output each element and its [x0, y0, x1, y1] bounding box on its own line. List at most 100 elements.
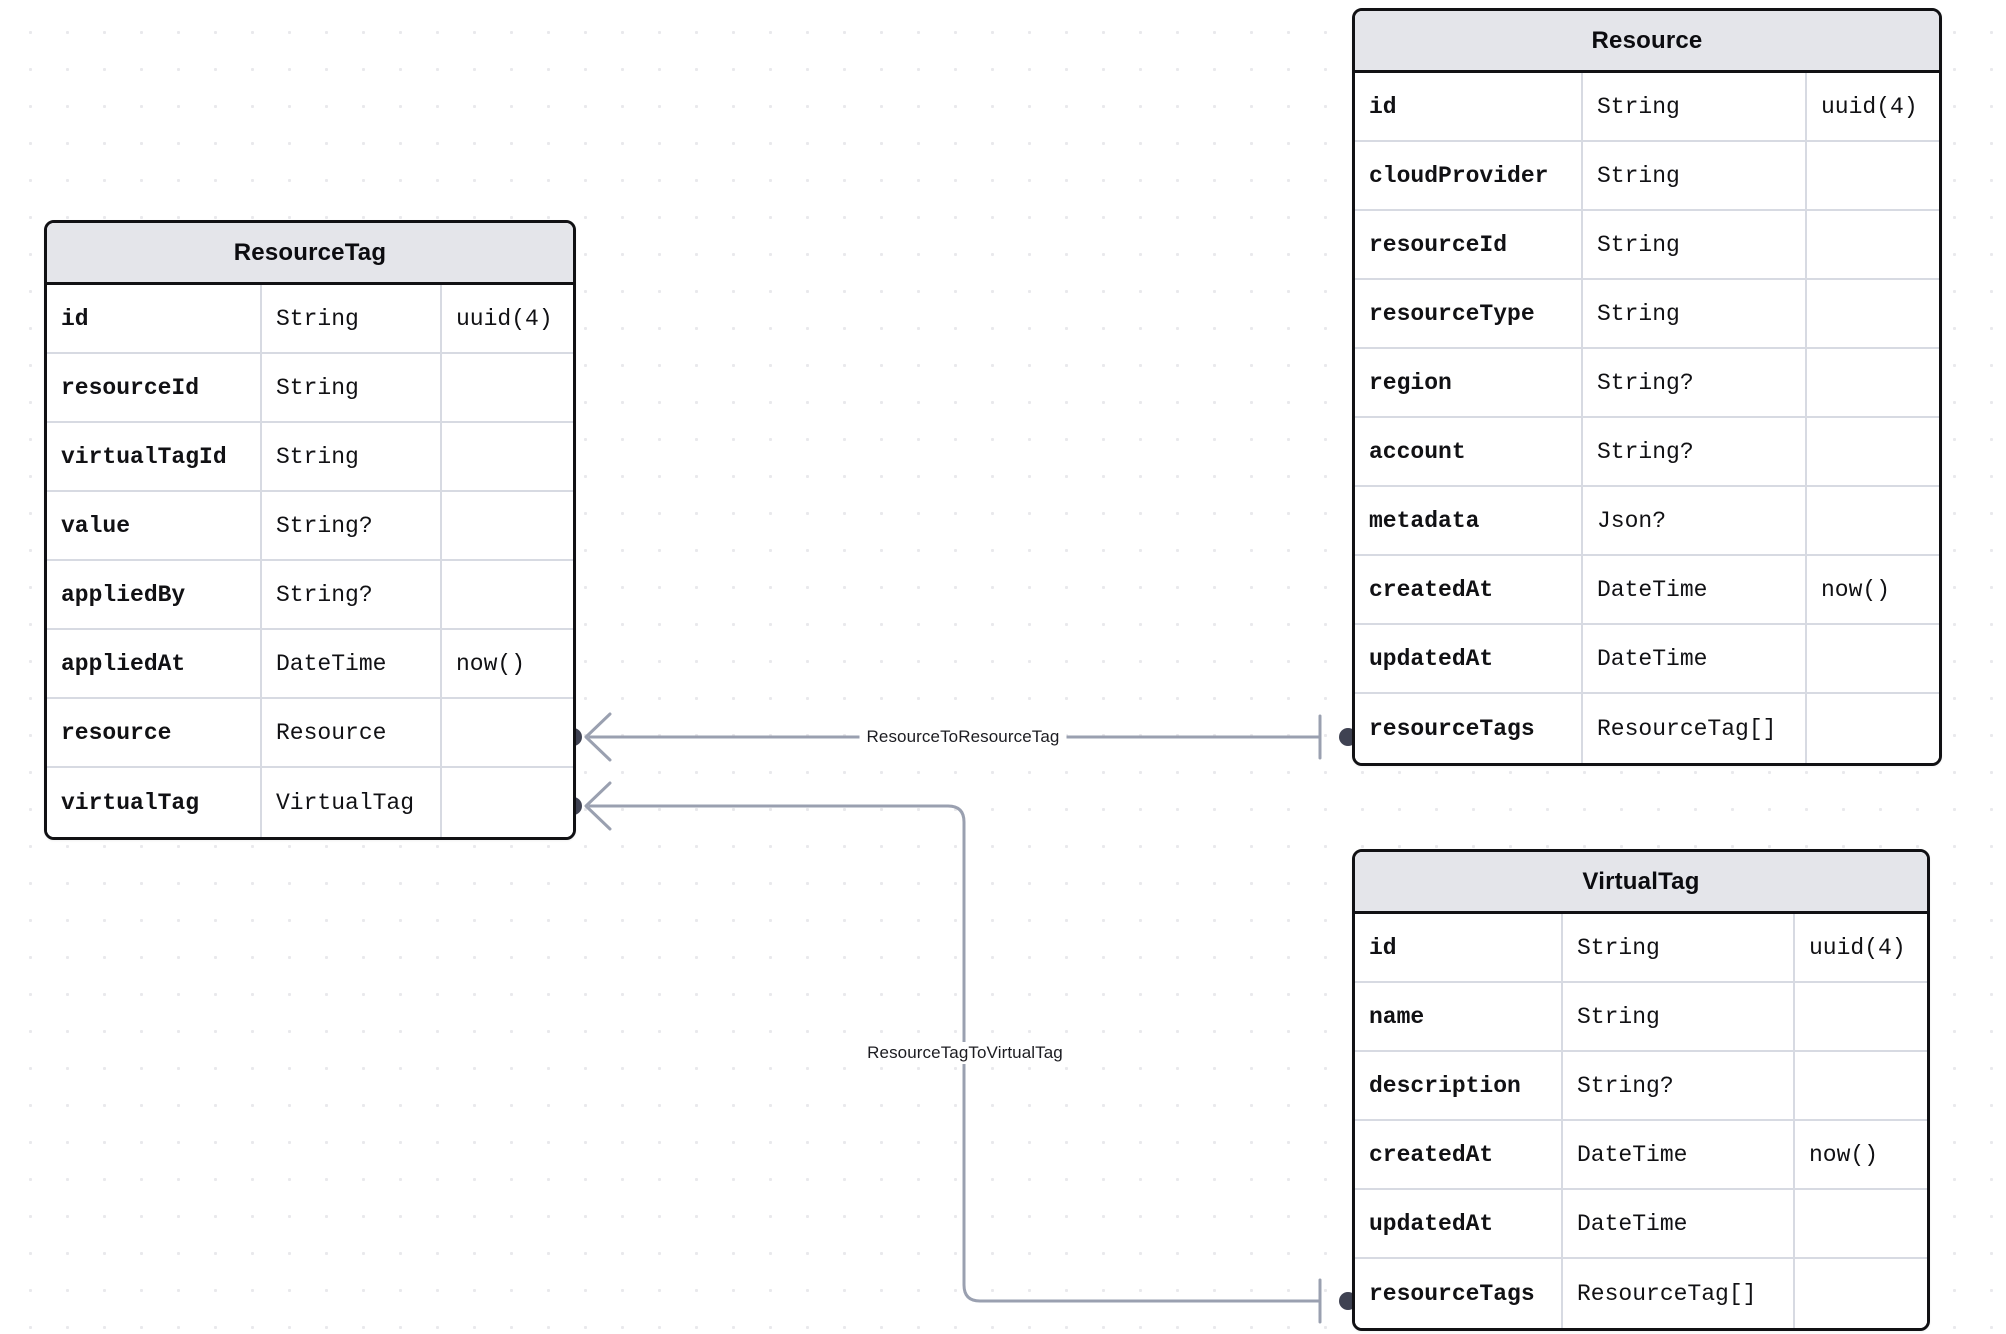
relation-label-resourcetag-to-virtualtag: ResourceTagToVirtualTag: [860, 1042, 1070, 1064]
relation-label-resource-to-resourcetag: ResourceToResourceTag: [859, 726, 1067, 748]
table-row[interactable]: name String: [1355, 983, 1927, 1052]
field-attribute: [442, 561, 573, 628]
field-name: resourceId: [1355, 211, 1583, 278]
field-type: VirtualTag: [262, 768, 442, 837]
table-row[interactable]: createdAt DateTime now(): [1355, 556, 1939, 625]
field-attribute: [1795, 1190, 1927, 1257]
field-type: String: [262, 354, 442, 421]
field-type: Json?: [1583, 487, 1807, 554]
table-row[interactable]: resourceId String: [1355, 211, 1939, 280]
field-attribute: [1795, 983, 1927, 1050]
field-name: createdAt: [1355, 556, 1583, 623]
table-row[interactable]: metadata Json?: [1355, 487, 1939, 556]
field-type: DateTime: [1563, 1121, 1795, 1188]
field-type: String: [262, 423, 442, 490]
field-name: updatedAt: [1355, 1190, 1563, 1257]
field-name: region: [1355, 349, 1583, 416]
field-name: cloudProvider: [1355, 142, 1583, 209]
table-row[interactable]: cloudProvider String: [1355, 142, 1939, 211]
field-name: resourceTags: [1355, 694, 1583, 763]
field-name: resourceTags: [1355, 1259, 1563, 1328]
field-attribute: uuid(4): [1809, 934, 1906, 961]
field-type: String: [262, 285, 442, 352]
table-row[interactable]: region String?: [1355, 349, 1939, 418]
field-attribute: uuid(4): [1821, 93, 1918, 120]
table-row[interactable]: updatedAt DateTime: [1355, 625, 1939, 694]
field-name: value: [47, 492, 262, 559]
field-type: String?: [1563, 1052, 1795, 1119]
table-row[interactable]: resourceType String: [1355, 280, 1939, 349]
field-attribute: [1807, 487, 1939, 554]
field-name: updatedAt: [1355, 625, 1583, 692]
field-attribute: [1807, 694, 1939, 763]
table-row[interactable]: createdAt DateTime now(): [1355, 1121, 1927, 1190]
field-name: resourceId: [47, 354, 262, 421]
field-type: String: [1563, 983, 1795, 1050]
field-attribute: uuid(4): [456, 305, 553, 332]
field-attribute: [442, 492, 573, 559]
table-row[interactable]: resourceTags ResourceTag[]: [1355, 694, 1939, 763]
field-attribute: [1795, 1259, 1927, 1328]
table-row[interactable]: virtualTag VirtualTag: [47, 768, 573, 837]
table-row[interactable]: virtualTagId String: [47, 423, 573, 492]
field-name: metadata: [1355, 487, 1583, 554]
field-type: String?: [1583, 418, 1807, 485]
field-name: resourceType: [1355, 280, 1583, 347]
table-row[interactable]: appliedAt DateTime now(): [47, 630, 573, 699]
table-row[interactable]: description String?: [1355, 1052, 1927, 1121]
field-name: resource: [47, 699, 262, 766]
field-name: id: [1355, 914, 1563, 981]
entity-virtualtag[interactable]: VirtualTag id String uuid(4) name String…: [1352, 849, 1930, 1331]
field-type: DateTime: [1583, 556, 1807, 623]
field-type: DateTime: [1583, 625, 1807, 692]
field-attribute: now(): [1821, 576, 1891, 603]
entity-fields-virtualtag: id String uuid(4) name String descriptio…: [1355, 914, 1927, 1328]
table-row[interactable]: resource Resource: [47, 699, 573, 768]
entity-fields-resourcetag: id String uuid(4) resourceId String virt…: [47, 285, 573, 837]
field-type: DateTime: [262, 630, 442, 697]
field-attribute: [1807, 625, 1939, 692]
field-name: account: [1355, 418, 1583, 485]
field-attribute: [442, 354, 573, 421]
field-type: String?: [1583, 349, 1807, 416]
entity-resourcetag[interactable]: ResourceTag id String uuid(4) resourceId…: [44, 220, 576, 840]
table-row[interactable]: id String uuid(4): [1355, 914, 1927, 983]
field-type: String: [1583, 73, 1807, 140]
field-type: String?: [262, 561, 442, 628]
field-attribute: now(): [456, 650, 526, 677]
table-row[interactable]: value String?: [47, 492, 573, 561]
field-attribute: [442, 699, 573, 766]
table-row[interactable]: id String uuid(4): [1355, 73, 1939, 142]
table-row[interactable]: resourceTags ResourceTag[]: [1355, 1259, 1927, 1328]
field-name: createdAt: [1355, 1121, 1563, 1188]
field-attribute: [1807, 349, 1939, 416]
table-row[interactable]: id String uuid(4): [47, 285, 573, 354]
field-name: description: [1355, 1052, 1563, 1119]
field-type: String: [1563, 914, 1795, 981]
field-name: virtualTag: [47, 768, 262, 837]
field-attribute: [1807, 418, 1939, 485]
table-row[interactable]: updatedAt DateTime: [1355, 1190, 1927, 1259]
field-name: appliedBy: [47, 561, 262, 628]
field-type: ResourceTag[]: [1563, 1259, 1795, 1328]
field-attribute: now(): [1809, 1141, 1879, 1168]
field-name: appliedAt: [47, 630, 262, 697]
field-type: String: [1583, 142, 1807, 209]
field-attribute: [442, 768, 573, 837]
field-name: id: [47, 285, 262, 352]
table-row[interactable]: appliedBy String?: [47, 561, 573, 630]
table-row[interactable]: account String?: [1355, 418, 1939, 487]
field-type: Resource: [262, 699, 442, 766]
field-type: String: [1583, 211, 1807, 278]
field-attribute: [1795, 1052, 1927, 1119]
field-attribute: [442, 423, 573, 490]
field-name: id: [1355, 73, 1583, 140]
entity-title-virtualtag: VirtualTag: [1355, 852, 1927, 914]
entity-fields-resource: id String uuid(4) cloudProvider String r…: [1355, 73, 1939, 763]
entity-resource[interactable]: Resource id String uuid(4) cloudProvider…: [1352, 8, 1942, 766]
field-attribute: [1807, 211, 1939, 278]
table-row[interactable]: resourceId String: [47, 354, 573, 423]
field-type: String: [1583, 280, 1807, 347]
entity-title-resourcetag: ResourceTag: [47, 223, 573, 285]
